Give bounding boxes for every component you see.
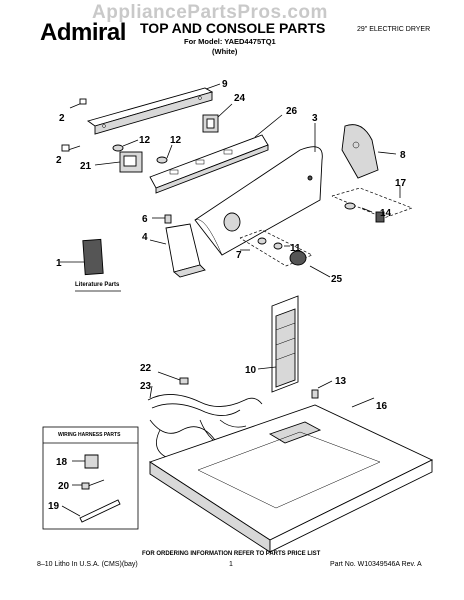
wiring-harness-box-title: WIRING HARNESS PARTS <box>58 432 121 438</box>
callout-21: 21 <box>80 161 92 172</box>
part-24-bracket <box>202 103 233 133</box>
callout-26: 26 <box>286 106 298 117</box>
part-17-knob-group <box>331 186 414 223</box>
literature-parts-label: Literature Parts <box>75 282 120 288</box>
callout-13: 13 <box>335 376 347 387</box>
callout-4: 4 <box>142 232 148 243</box>
callout-20: 20 <box>58 481 70 492</box>
product-label: 29" ELECTRIC DRYER <box>357 26 431 33</box>
callout-17: 17 <box>395 178 407 189</box>
callout-2b: 2 <box>56 155 62 166</box>
callout-16: 16 <box>376 401 388 412</box>
part-23-wiring-harness <box>147 385 263 459</box>
part-22-clip <box>157 371 189 385</box>
callout-22: 22 <box>140 363 152 374</box>
part-25-knob-group <box>239 229 331 278</box>
brand-logo: Admiral <box>40 19 126 46</box>
part-2-screws <box>61 98 87 152</box>
part-3-console-panel <box>194 123 323 256</box>
part-number: Part No. W10349546A Rev. A <box>330 561 422 568</box>
callout-9: 9 <box>222 79 228 90</box>
model-line: For Model: YAED4475TQ1 <box>184 37 276 46</box>
part-12-screws <box>112 139 173 164</box>
wiring-harness-parts-box <box>42 426 139 530</box>
color-line: (White) <box>212 47 238 56</box>
watermark: AppliancePartsPros.com <box>92 2 328 23</box>
page-title: TOP AND CONSOLE PARTS <box>140 20 326 36</box>
callout-6: 6 <box>142 214 148 225</box>
callout-7: 7 <box>236 250 242 261</box>
part-16-top-panel <box>148 397 434 553</box>
part-26-console-rail <box>149 114 283 194</box>
part-13-screw <box>311 380 333 399</box>
callout-23: 23 <box>140 381 152 392</box>
callout-12b: 12 <box>170 135 182 146</box>
callout-10: 10 <box>245 365 257 376</box>
callout-24: 24 <box>234 93 246 104</box>
part-8-end-cap <box>341 124 397 179</box>
callout-8: 8 <box>400 150 406 161</box>
callout-19: 19 <box>48 501 60 512</box>
part-4-end-cap <box>149 223 206 278</box>
callout-labels: 1 2 2 3 4 6 7 8 9 10 11 12 12 13 14 16 1… <box>48 79 407 512</box>
ordering-note: FOR ORDERING INFORMATION REFER TO PARTS … <box>142 551 321 557</box>
callout-3: 3 <box>312 113 318 124</box>
part-1-literature <box>60 238 104 276</box>
page-number: 1 <box>229 561 233 568</box>
callout-11: 11 <box>290 243 301 254</box>
callout-1: 1 <box>56 258 62 269</box>
part-21-switch <box>94 151 143 173</box>
callout-12a: 12 <box>139 135 151 146</box>
callout-14: 14 <box>380 208 392 219</box>
part-10-lint-screen <box>257 295 299 393</box>
callout-25: 25 <box>331 274 343 285</box>
part-6-screw <box>152 214 172 224</box>
print-info: 8–10 Litho In U.S.A. (CMS)(bay) <box>37 561 138 568</box>
callout-18: 18 <box>56 457 68 468</box>
callout-2a: 2 <box>59 113 65 124</box>
part-9-top-bracket <box>86 83 221 135</box>
